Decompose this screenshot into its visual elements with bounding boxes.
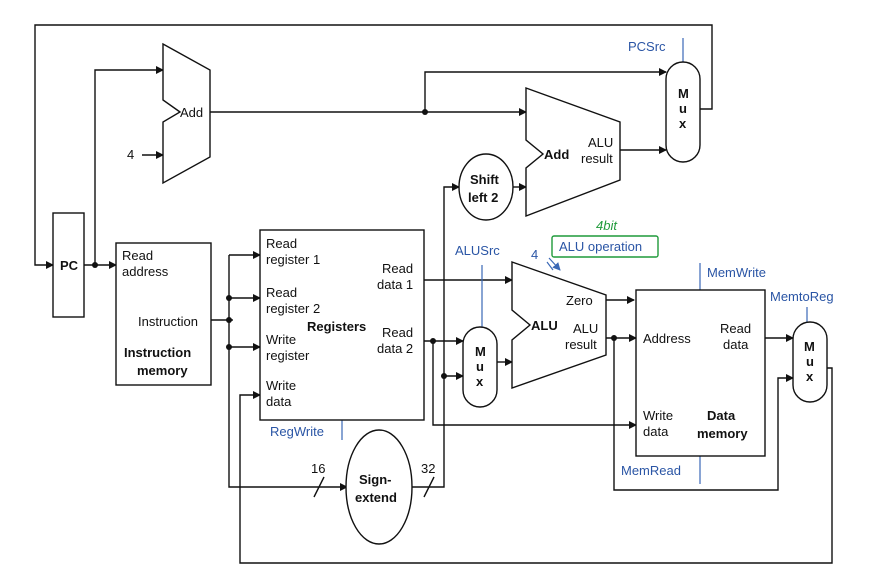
branch-adder-result-1: ALU (588, 135, 613, 150)
read-data-1-label-b: data 1 (377, 277, 413, 292)
instruction-memory-title-1: Instruction (124, 345, 191, 360)
alusrc-label: ALUSrc (455, 243, 500, 258)
regwrite-label: RegWrite (270, 424, 324, 439)
memtoreg-label: MemtoReg (770, 289, 834, 304)
alu-label: ALU (531, 318, 558, 333)
alu-operation-label: ALU operation (559, 239, 642, 254)
handwritten-annotation: 4bit (596, 218, 618, 233)
memtoreg-mux-u: u (806, 354, 814, 369)
read-register-1-label-a: Read (266, 236, 297, 251)
data-memory-title-2: memory (697, 426, 748, 441)
memtoreg-mux: M u x (792, 321, 828, 403)
pcsrc-mux-u: u (679, 101, 687, 116)
write-data-label-a: Write (266, 378, 296, 393)
pc-register: PC (52, 212, 85, 318)
memtoreg-mux-m: M (804, 339, 815, 354)
sign-extend-input-width: 16 (311, 461, 325, 476)
pc-adder: Add 4 (127, 42, 211, 185)
constant-four: 4 (127, 147, 134, 162)
memtoreg-mux-x: x (806, 369, 814, 384)
read-register-2-label-a: Read (266, 285, 297, 300)
alu-op-width: 4 (531, 247, 538, 262)
sign-extend-label-1: Sign- (359, 472, 392, 487)
data-memory-address-label: Address (643, 331, 691, 346)
control-wires (341, 38, 808, 484)
write-data-label-b: data (266, 394, 292, 409)
alu: ALU Zero ALU result 4 (511, 247, 607, 389)
read-address-label-1: Read (122, 248, 153, 263)
pcsrc-mux: M u x (665, 61, 701, 163)
data-memory-write-data-1: Write (643, 408, 673, 423)
junction-dots (92, 109, 617, 379)
read-register-1-label-b: register 1 (266, 252, 320, 267)
alusrc-mux-m: M (475, 344, 486, 359)
pcsrc-label: PCSrc (628, 39, 666, 54)
read-register-2-label-b: register 2 (266, 301, 320, 316)
read-data-2-label-a: Read (382, 325, 413, 340)
wires (34, 24, 833, 564)
pc-adder-label: Add (180, 105, 203, 120)
registers-title: Registers (307, 319, 366, 334)
sign-extend-label-2: extend (355, 490, 397, 505)
memwrite-label: MemWrite (707, 265, 766, 280)
instruction-label: Instruction (138, 314, 198, 329)
sign-extend-output-width: 32 (421, 461, 435, 476)
data-memory-title-1: Data (707, 408, 736, 423)
alu-operation-annotation: ALU operation 4bit (551, 218, 659, 258)
pc-label: PC (60, 258, 79, 273)
alusrc-mux: M u x (462, 326, 498, 408)
data-memory-read-data-2: data (723, 337, 749, 352)
branch-adder: Add ALU result (525, 87, 621, 218)
read-address-label-2: address (122, 264, 169, 279)
shift-left-label-1: Shift (470, 172, 500, 187)
instruction-memory-title-2: memory (137, 363, 188, 378)
register-file: Read register 1 Read register 2 Write re… (259, 229, 425, 421)
alu-zero-label: Zero (566, 293, 593, 308)
branch-adder-result-2: result (581, 151, 613, 166)
data-memory-read-data-1: Read (720, 321, 751, 336)
instruction-memory: Read address Instruction Instruction mem… (115, 242, 212, 386)
pcsrc-mux-m: M (678, 86, 689, 101)
read-data-1-label-a: Read (382, 261, 413, 276)
alu-result-label-1: ALU (573, 321, 598, 336)
alu-result-label-2: result (565, 337, 597, 352)
shift-left-2-unit: Shift left 2 (458, 153, 514, 221)
pcsrc-mux-x: x (679, 116, 687, 131)
write-register-label-a: Write (266, 332, 296, 347)
sign-extend-unit: Sign- extend 16 32 (311, 429, 435, 545)
memread-label: MemRead (621, 463, 681, 478)
control-labels: PCSrc ALUSrc RegWrite MemWrite MemRead M… (270, 39, 834, 478)
shift-left-label-2: left 2 (468, 190, 498, 205)
read-data-2-label-b: data 2 (377, 341, 413, 356)
branch-adder-label: Add (544, 147, 569, 162)
data-memory: Address Read data Write data Data memory (635, 289, 766, 457)
data-memory-write-data-2: data (643, 424, 669, 439)
alusrc-mux-u: u (476, 359, 484, 374)
alusrc-mux-x: x (476, 374, 484, 389)
write-register-label-b: register (266, 348, 310, 363)
